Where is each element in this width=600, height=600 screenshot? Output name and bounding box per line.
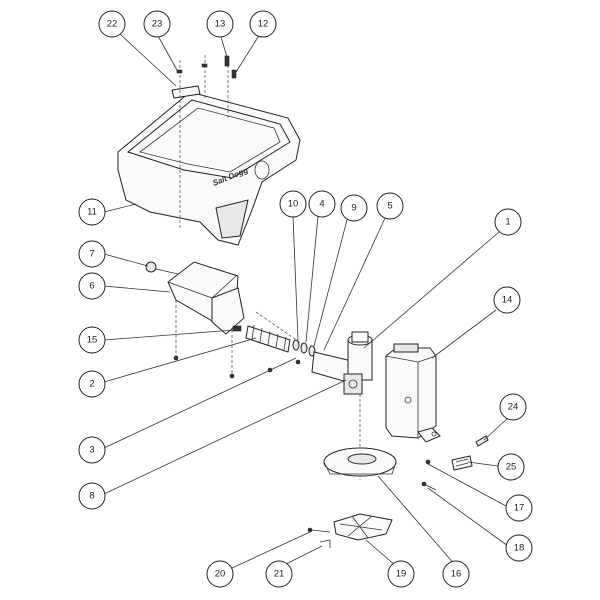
spinner-plate: [323, 447, 397, 477]
callout-9: 9: [340, 194, 368, 222]
screw: [145, 261, 179, 275]
callout-label: 22: [107, 19, 118, 30]
callout-10: 10: [279, 190, 307, 218]
hopper: Salt Dogg: [117, 91, 301, 246]
callout-18: 18: [505, 534, 533, 562]
callout-1: 1: [494, 208, 522, 236]
spinner: [333, 513, 393, 541]
callout-label: 10: [288, 199, 299, 210]
callout-12: 12: [249, 10, 277, 38]
callout-17: 17: [505, 494, 533, 522]
callout-label: 12: [258, 19, 269, 30]
top-fasteners: [176, 55, 237, 79]
bolt: [173, 325, 242, 379]
callout-24: 24: [499, 393, 527, 421]
callout-19: 19: [387, 560, 415, 588]
lid-bracket: [171, 55, 229, 230]
callout-4: 4: [308, 190, 336, 218]
callout-label: 18: [514, 543, 525, 554]
callout-14: 14: [493, 286, 521, 314]
callout-15: 15: [78, 326, 106, 354]
callout-22: 22: [98, 10, 126, 38]
callout-label: 5: [387, 201, 392, 212]
callout-5: 5: [376, 192, 404, 220]
chute: [167, 261, 245, 378]
callout-21: 21: [265, 560, 293, 588]
callout-label: 17: [514, 503, 525, 514]
callout-2: 2: [78, 370, 106, 398]
callout-label: 9: [351, 203, 356, 214]
callout-label: 4: [319, 199, 324, 210]
small-hardware: [421, 435, 489, 491]
callout-label: 20: [215, 569, 226, 580]
callout-label: 1: [505, 217, 510, 228]
callout-label: 6: [89, 281, 94, 292]
auger-shaft: [245, 311, 319, 356]
callout-label: 24: [508, 402, 519, 413]
callout-6: 6: [78, 272, 106, 300]
leader-lines: [103, 33, 509, 569]
callout-11: 11: [78, 198, 106, 226]
callout-label: 13: [215, 19, 226, 30]
callout-label: 15: [87, 335, 98, 346]
callout-label: 19: [396, 569, 407, 580]
callout-label: 25: [506, 462, 517, 473]
spinner-motor: [343, 331, 373, 480]
callout-3: 3: [78, 436, 106, 464]
motor-cover: [385, 343, 441, 443]
callout-label: 3: [89, 445, 94, 456]
callout-label: 23: [152, 19, 163, 30]
callout-7: 7: [78, 240, 106, 268]
callout-label: 7: [89, 249, 94, 260]
callout-label: 2: [89, 379, 94, 390]
callout-label: 14: [502, 295, 513, 306]
callout-13: 13: [206, 10, 234, 38]
callout-16: 16: [442, 560, 470, 588]
callout-25: 25: [497, 453, 525, 481]
callout-label: 11: [87, 207, 97, 218]
callout-20: 20: [206, 560, 234, 588]
callout-label: 8: [89, 491, 94, 502]
callout-label: 21: [274, 569, 285, 580]
callout-label: 16: [451, 569, 462, 580]
callout-8: 8: [78, 482, 106, 510]
callout-23: 23: [143, 10, 171, 38]
pin-and-clip: [307, 527, 331, 548]
